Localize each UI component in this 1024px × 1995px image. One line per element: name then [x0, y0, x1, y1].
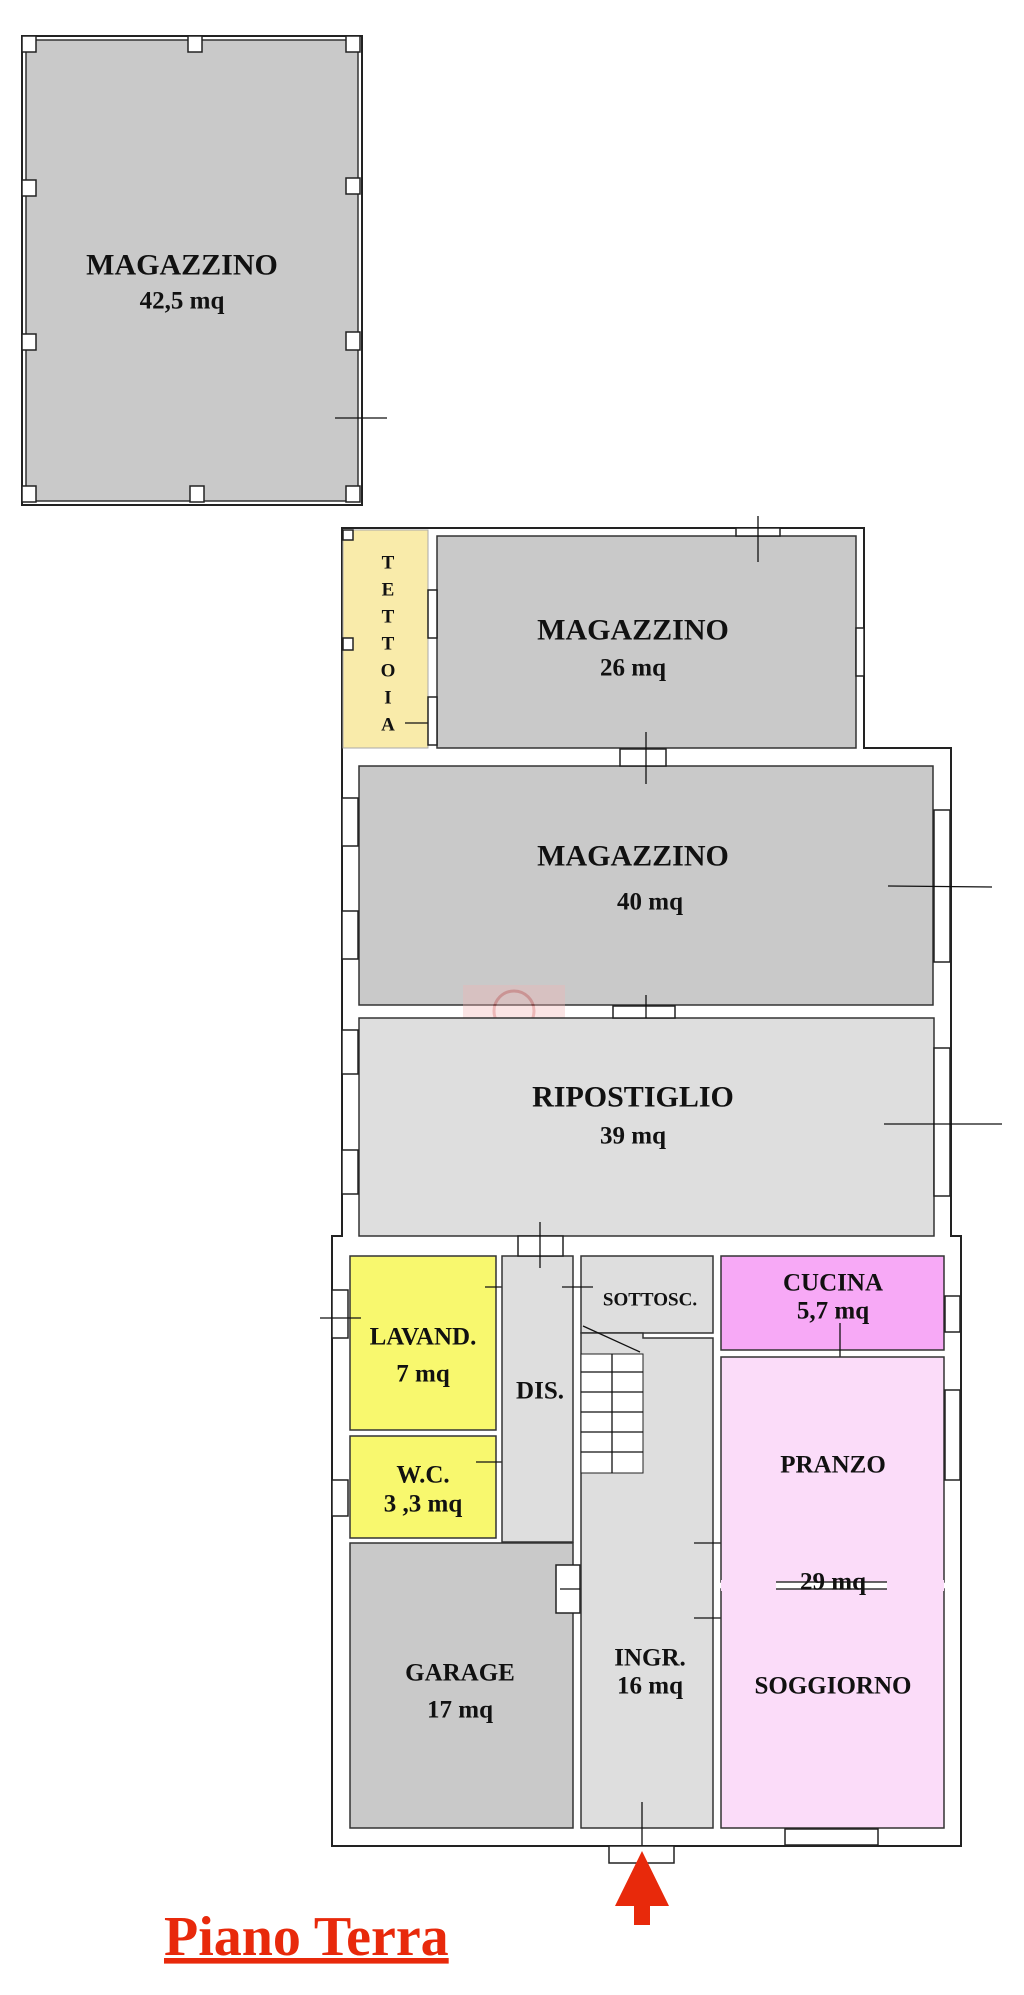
room-name: DIS.	[516, 1378, 564, 1405]
room-name: MAGAZZINO	[537, 840, 729, 873]
arrow-up-icon	[615, 1851, 669, 1925]
room-ripostiglio: RIPOSTIGLIO 39 mq	[341, 995, 1002, 1237]
room-area: 40 mq	[617, 889, 683, 916]
room-name: MAGAZZINO	[537, 614, 729, 647]
room-name: MAGAZZINO	[86, 249, 278, 282]
room-wc: W.C. 3 ,3 mq	[331, 1435, 523, 1539]
tettoia-letter: A	[381, 715, 395, 736]
room-area: 7 mq	[396, 1361, 450, 1388]
room-area: 17 mq	[427, 1697, 493, 1724]
room-name: SOTTOSC.	[603, 1290, 697, 1311]
tettoia-letter: T	[382, 553, 395, 574]
room-area: 16 mq	[617, 1673, 683, 1700]
room-area: 3 ,3 mq	[384, 1491, 463, 1518]
room-sottoscala: SOTTOSC.	[562, 1255, 714, 1334]
room-name: CUCINA	[783, 1270, 883, 1297]
plan-title: Piano Terra	[164, 1906, 449, 1968]
room-area: 26 mq	[600, 655, 666, 682]
tettoia-letter: T	[382, 607, 395, 628]
room-magazzino-26: MAGAZZINO 26 mq	[427, 516, 865, 749]
room-area: 42,5 mq	[140, 288, 225, 315]
room-name: W.C.	[396, 1462, 449, 1489]
room-disimpegno: DIS.	[501, 1222, 574, 1543]
room-name: LAVAND.	[370, 1324, 477, 1351]
room-area: 39 mq	[600, 1123, 666, 1150]
room-lavanderia: LAVAND. 7 mq	[320, 1255, 515, 1431]
room-soggiorno: 29 mq SOGGIORNO	[720, 1569, 945, 1846]
room-cucina: CUCINA 5,7 mq	[720, 1255, 961, 1386]
tettoia-letter: O	[381, 661, 396, 682]
room-name: PRANZO	[780, 1452, 886, 1479]
tettoia-letter: I	[384, 688, 391, 709]
tettoia-letter: T	[382, 634, 395, 655]
room-magazzino-detached: MAGAZZINO 42,5 mq	[21, 35, 387, 506]
room-tettoia: T E T T O I A	[342, 529, 456, 749]
room-name: GARAGE	[405, 1660, 515, 1687]
room-area: 29 mq	[800, 1569, 866, 1596]
room-name: SOGGIORNO	[755, 1673, 912, 1700]
room-name: INGR.	[614, 1645, 686, 1672]
room-magazzino-40: MAGAZZINO 40 mq	[341, 732, 993, 1006]
room-name: RIPOSTIGLIO	[532, 1081, 734, 1114]
staircase	[580, 1325, 644, 1474]
tettoia-letter: E	[382, 580, 395, 601]
room-area: 5,7 mq	[797, 1298, 869, 1325]
room-ingresso: INGR. 16 mq	[580, 1325, 742, 1846]
room-pranzo: PRANZO	[720, 1356, 961, 1583]
room-garage: GARAGE 17 mq	[349, 1542, 600, 1829]
